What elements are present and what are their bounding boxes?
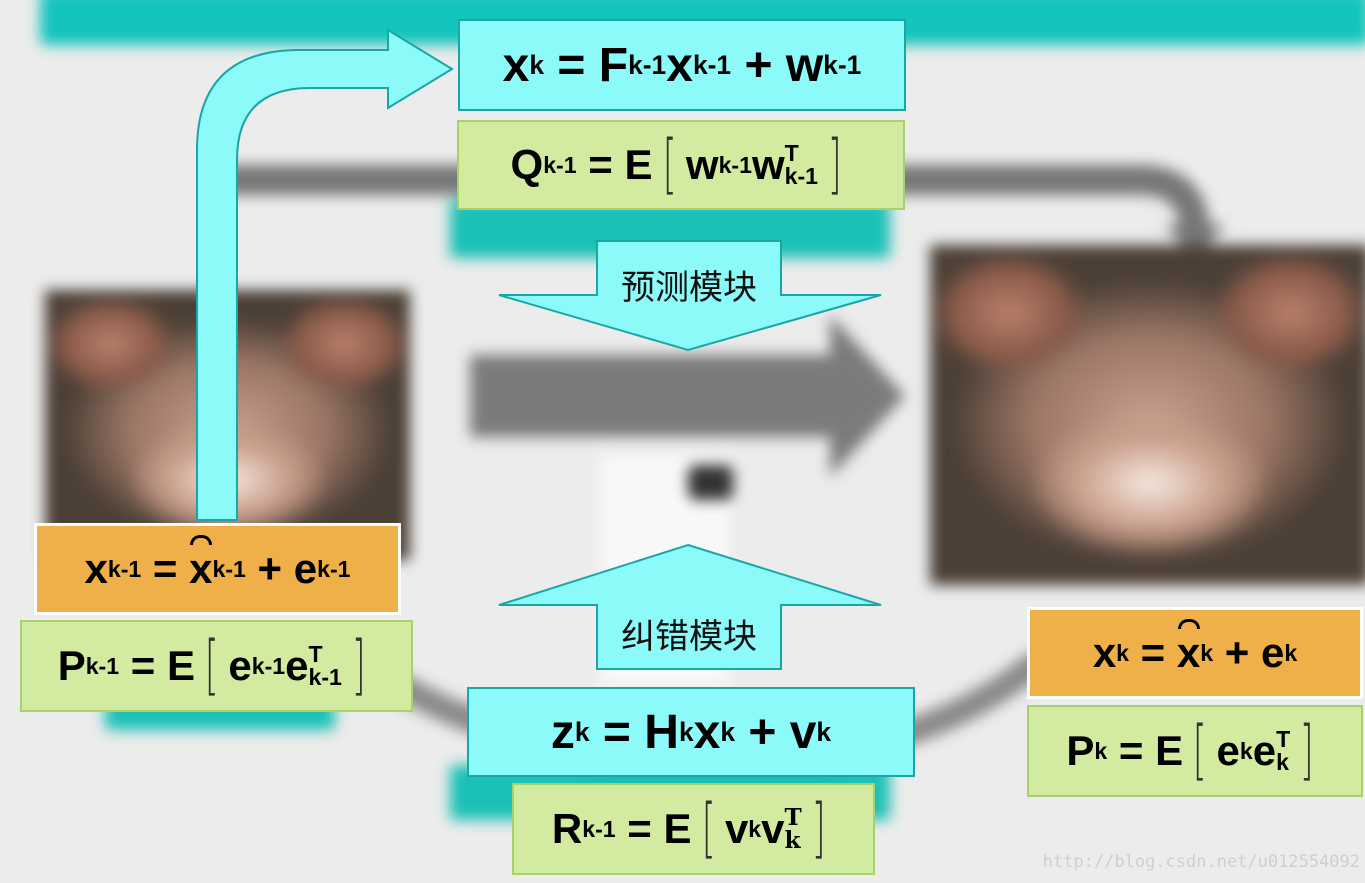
correct-arrow-up	[498, 543, 882, 670]
correct-module-label: 纠错模块	[621, 617, 757, 657]
x-hat-symbol: x	[189, 545, 213, 592]
process-noise-w: w	[785, 38, 824, 92]
state-matrix-F: F	[598, 38, 629, 92]
bent-arrow-up-right	[196, 28, 454, 521]
predict-arrow-down	[498, 240, 882, 352]
x-hat-symbol: x	[1176, 629, 1201, 676]
state-lhs: x	[502, 38, 530, 92]
pig-photo-right	[930, 245, 1365, 585]
state-prev-x: x	[666, 38, 693, 92]
watermark-url: http://blog.csdn.net/u012554092	[1042, 852, 1360, 872]
predict-module-label: 预测模块	[621, 268, 757, 308]
